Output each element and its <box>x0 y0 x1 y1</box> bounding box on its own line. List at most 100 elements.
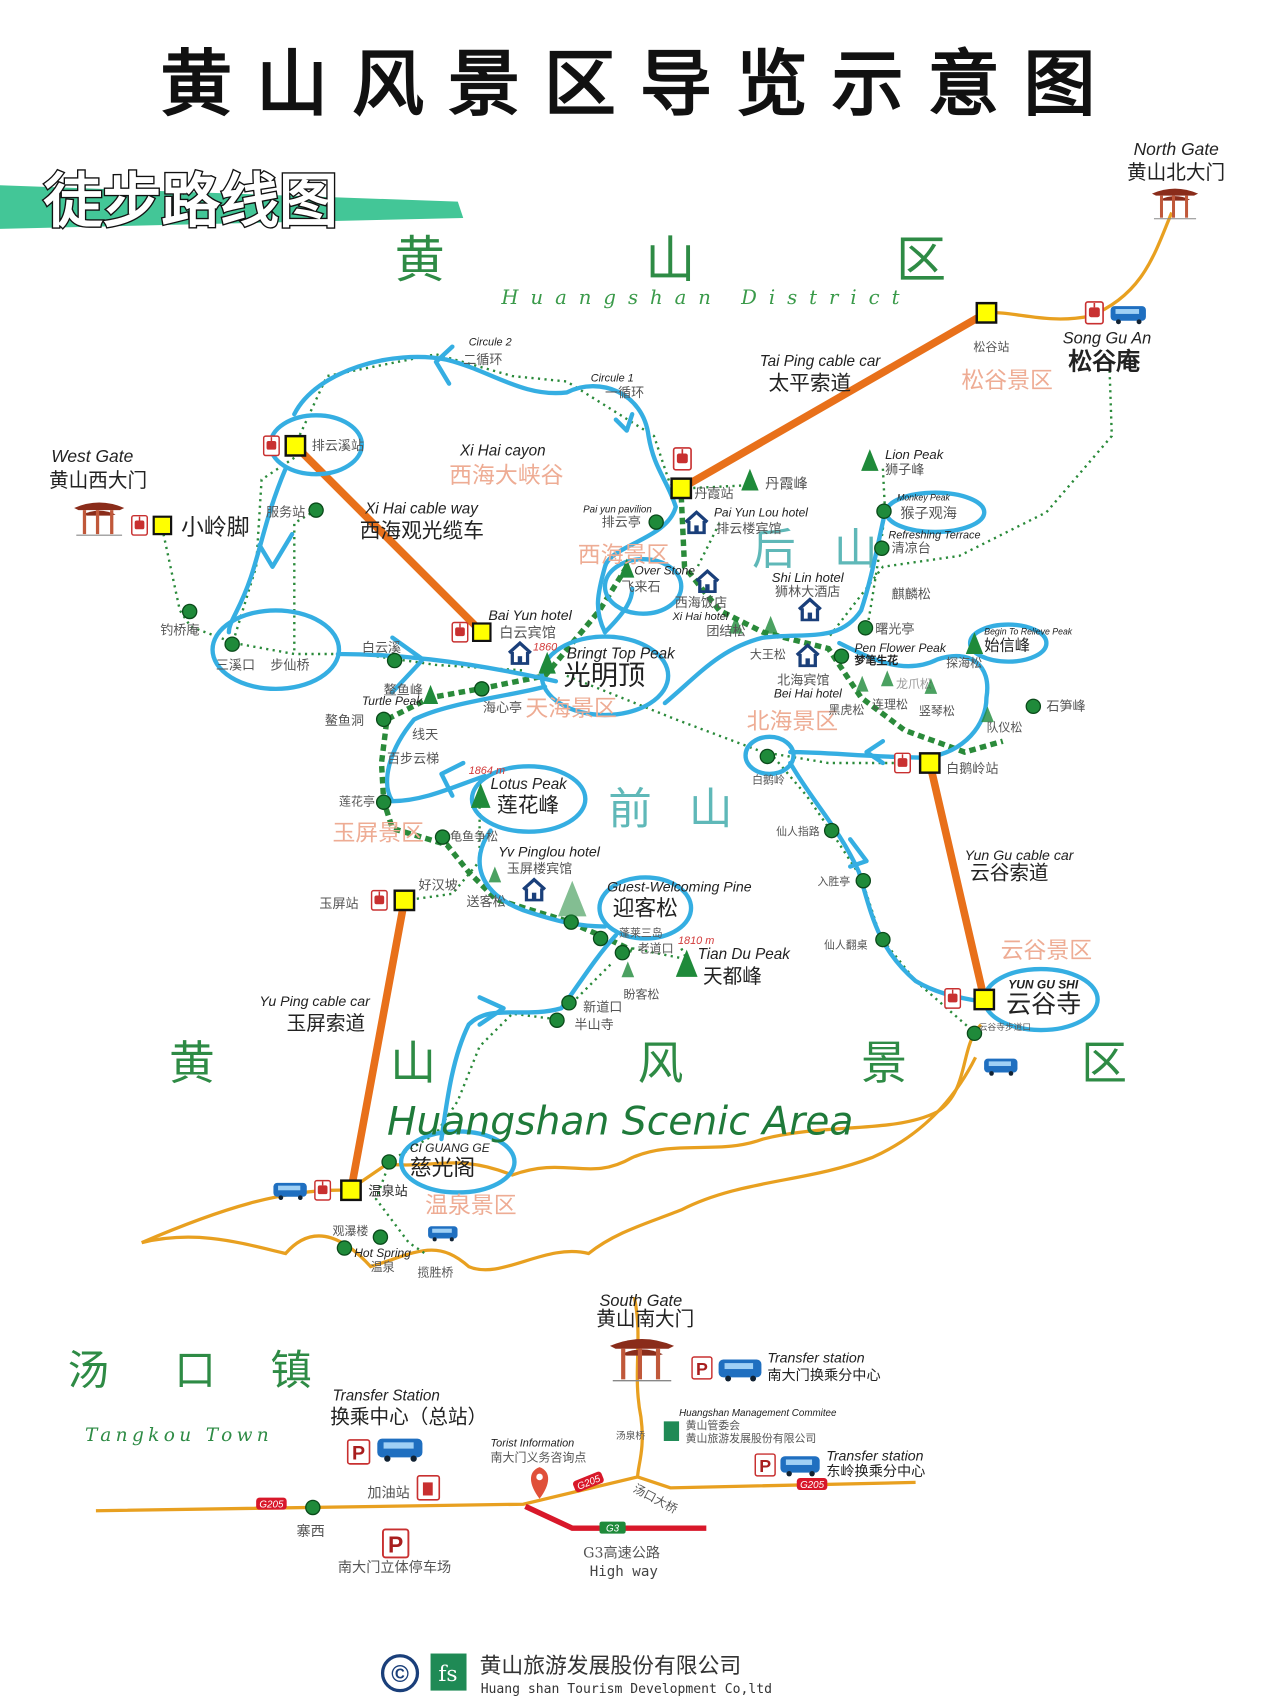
trail <box>374 806 557 1255</box>
tangkou-char: 镇 <box>270 1346 311 1394</box>
label: 狮林大酒店 <box>775 584 840 600</box>
wenquan-station-icon[interactable] <box>340 1179 362 1202</box>
yuping-cable-en: Yu Ping cable car <box>259 994 371 1010</box>
label: Xi Hai cayon <box>459 443 546 460</box>
label: 白云宾馆 <box>499 626 556 642</box>
route <box>292 354 678 635</box>
poi-dot <box>372 1229 389 1245</box>
label: 鳌鱼洞 <box>325 712 364 729</box>
scenic-area-char: 景 <box>861 1037 907 1090</box>
label: 服务站 <box>266 505 305 521</box>
label: 天都峰 <box>703 965 762 988</box>
district-char: 山 <box>645 230 695 289</box>
label: 揽胜桥 <box>417 1264 453 1279</box>
north-gate-icon <box>1151 188 1199 220</box>
south-gate-en: South Gate <box>600 1292 683 1310</box>
highlight-guangmingding <box>539 634 671 718</box>
label: 白鹅岭 <box>752 773 785 787</box>
pine-tree-icon <box>621 961 635 978</box>
poi-dot <box>563 914 579 930</box>
label: 莲花亭 <box>339 794 375 809</box>
company-logo-text: fs <box>438 1662 457 1687</box>
songgu-station-icon[interactable] <box>975 301 998 324</box>
label: Bringt Top Peak <box>567 645 676 662</box>
label: Pai Yun Lou hotel <box>714 506 808 520</box>
g3-label: G3 <box>606 1523 620 1534</box>
tourist-info-cn: 南大门义务咨询点 <box>491 1450 587 1465</box>
label: Over Stone <box>634 563 695 577</box>
zone-xihai-canyon: 西海大峡谷 <box>449 463 564 489</box>
route-arrow <box>477 995 506 1027</box>
label: 清凉台 <box>892 541 931 557</box>
peak-tree-icon <box>675 949 698 977</box>
parking-icon <box>346 1439 371 1465</box>
label: 团结松 <box>706 623 745 639</box>
bus-icon <box>428 1226 458 1242</box>
taiping-cable-en: Tai Ping cable car <box>760 353 882 370</box>
label: 新道口 <box>583 1000 622 1016</box>
bus-icon <box>718 1359 762 1382</box>
label: 白鹅岭站 <box>946 760 998 777</box>
label: 北海宾馆 <box>777 673 829 689</box>
cableway-icon <box>1084 301 1104 325</box>
transfer-south-cn: 南大门换乘分中心 <box>767 1367 880 1384</box>
label: YUN GU SHI <box>1008 978 1079 992</box>
label: Tian Du Peak <box>698 946 792 963</box>
footer-company-cn: 黄山旅游发展股份有限公司 <box>480 1654 742 1679</box>
yuping-station-icon[interactable] <box>393 889 416 912</box>
poi-dot <box>874 540 890 557</box>
highlight-baieling <box>743 734 796 777</box>
bus-icon <box>984 1058 1018 1076</box>
label: 蓬莱三岛 <box>619 925 663 939</box>
cableway-icon <box>451 621 469 643</box>
pine-tree-icon <box>763 615 778 634</box>
label: 温泉站 <box>368 1183 407 1200</box>
route-arrow <box>864 739 886 766</box>
scenic-boundary-lower <box>141 1056 978 1272</box>
zone-wenquan: 温泉景区 <box>425 1193 517 1219</box>
yungu-station-icon[interactable] <box>973 988 996 1011</box>
label: 迎客松 <box>613 897 678 922</box>
mgmt-cn: 黄山管委会 <box>686 1418 741 1432</box>
west-gate-en: West Gate <box>51 446 133 466</box>
danxia-station-icon[interactable] <box>670 477 693 500</box>
label: 连理松 <box>872 697 908 712</box>
bus-icon <box>780 1456 820 1477</box>
label: 龟鱼争松 <box>450 829 498 843</box>
paiyunxi-station-icon[interactable] <box>284 434 307 457</box>
g3-en: High way <box>590 1564 658 1580</box>
g3-highway <box>524 1503 707 1531</box>
route <box>788 760 978 1003</box>
location-pin-icon[interactable] <box>530 1467 549 1499</box>
poi-dot <box>336 1240 353 1256</box>
transfer-main-en: Transfer Station <box>332 1388 439 1405</box>
south-gate-road <box>632 1296 644 1478</box>
label: Song Gu An <box>1063 329 1151 347</box>
bus-icon <box>377 1438 423 1462</box>
label: 队仪松 <box>986 719 1022 734</box>
highlight-buxianqiao <box>210 608 342 692</box>
cableway-icon <box>944 988 962 1009</box>
route <box>384 684 548 804</box>
label: 松谷站 <box>973 340 1009 354</box>
g205-road <box>95 1475 916 1513</box>
label: 猴子观海 <box>900 506 957 522</box>
trail-dense <box>678 495 1004 755</box>
poi-dot <box>614 944 631 961</box>
poi-dot <box>855 872 872 889</box>
baiyun-station-icon[interactable] <box>471 622 492 643</box>
label: Refreshing Terrace <box>888 529 980 541</box>
baieling-station-icon[interactable] <box>918 752 941 774</box>
peak-tree-icon <box>422 684 439 705</box>
route-arrow <box>433 344 455 386</box>
label: Begin To Relieve Peak <box>984 626 1073 636</box>
label: 西海饭店 <box>675 595 727 611</box>
route-arrow <box>439 760 466 798</box>
poi-dot <box>561 995 577 1011</box>
xiaolingjiao-station-icon[interactable] <box>152 515 173 536</box>
route-arrow <box>257 531 295 569</box>
g205-badge <box>256 1497 287 1510</box>
hotel-icon <box>694 569 720 593</box>
label: 鳌鱼峰 <box>384 681 423 698</box>
zhaixi-label: 寨西 <box>296 1523 324 1540</box>
